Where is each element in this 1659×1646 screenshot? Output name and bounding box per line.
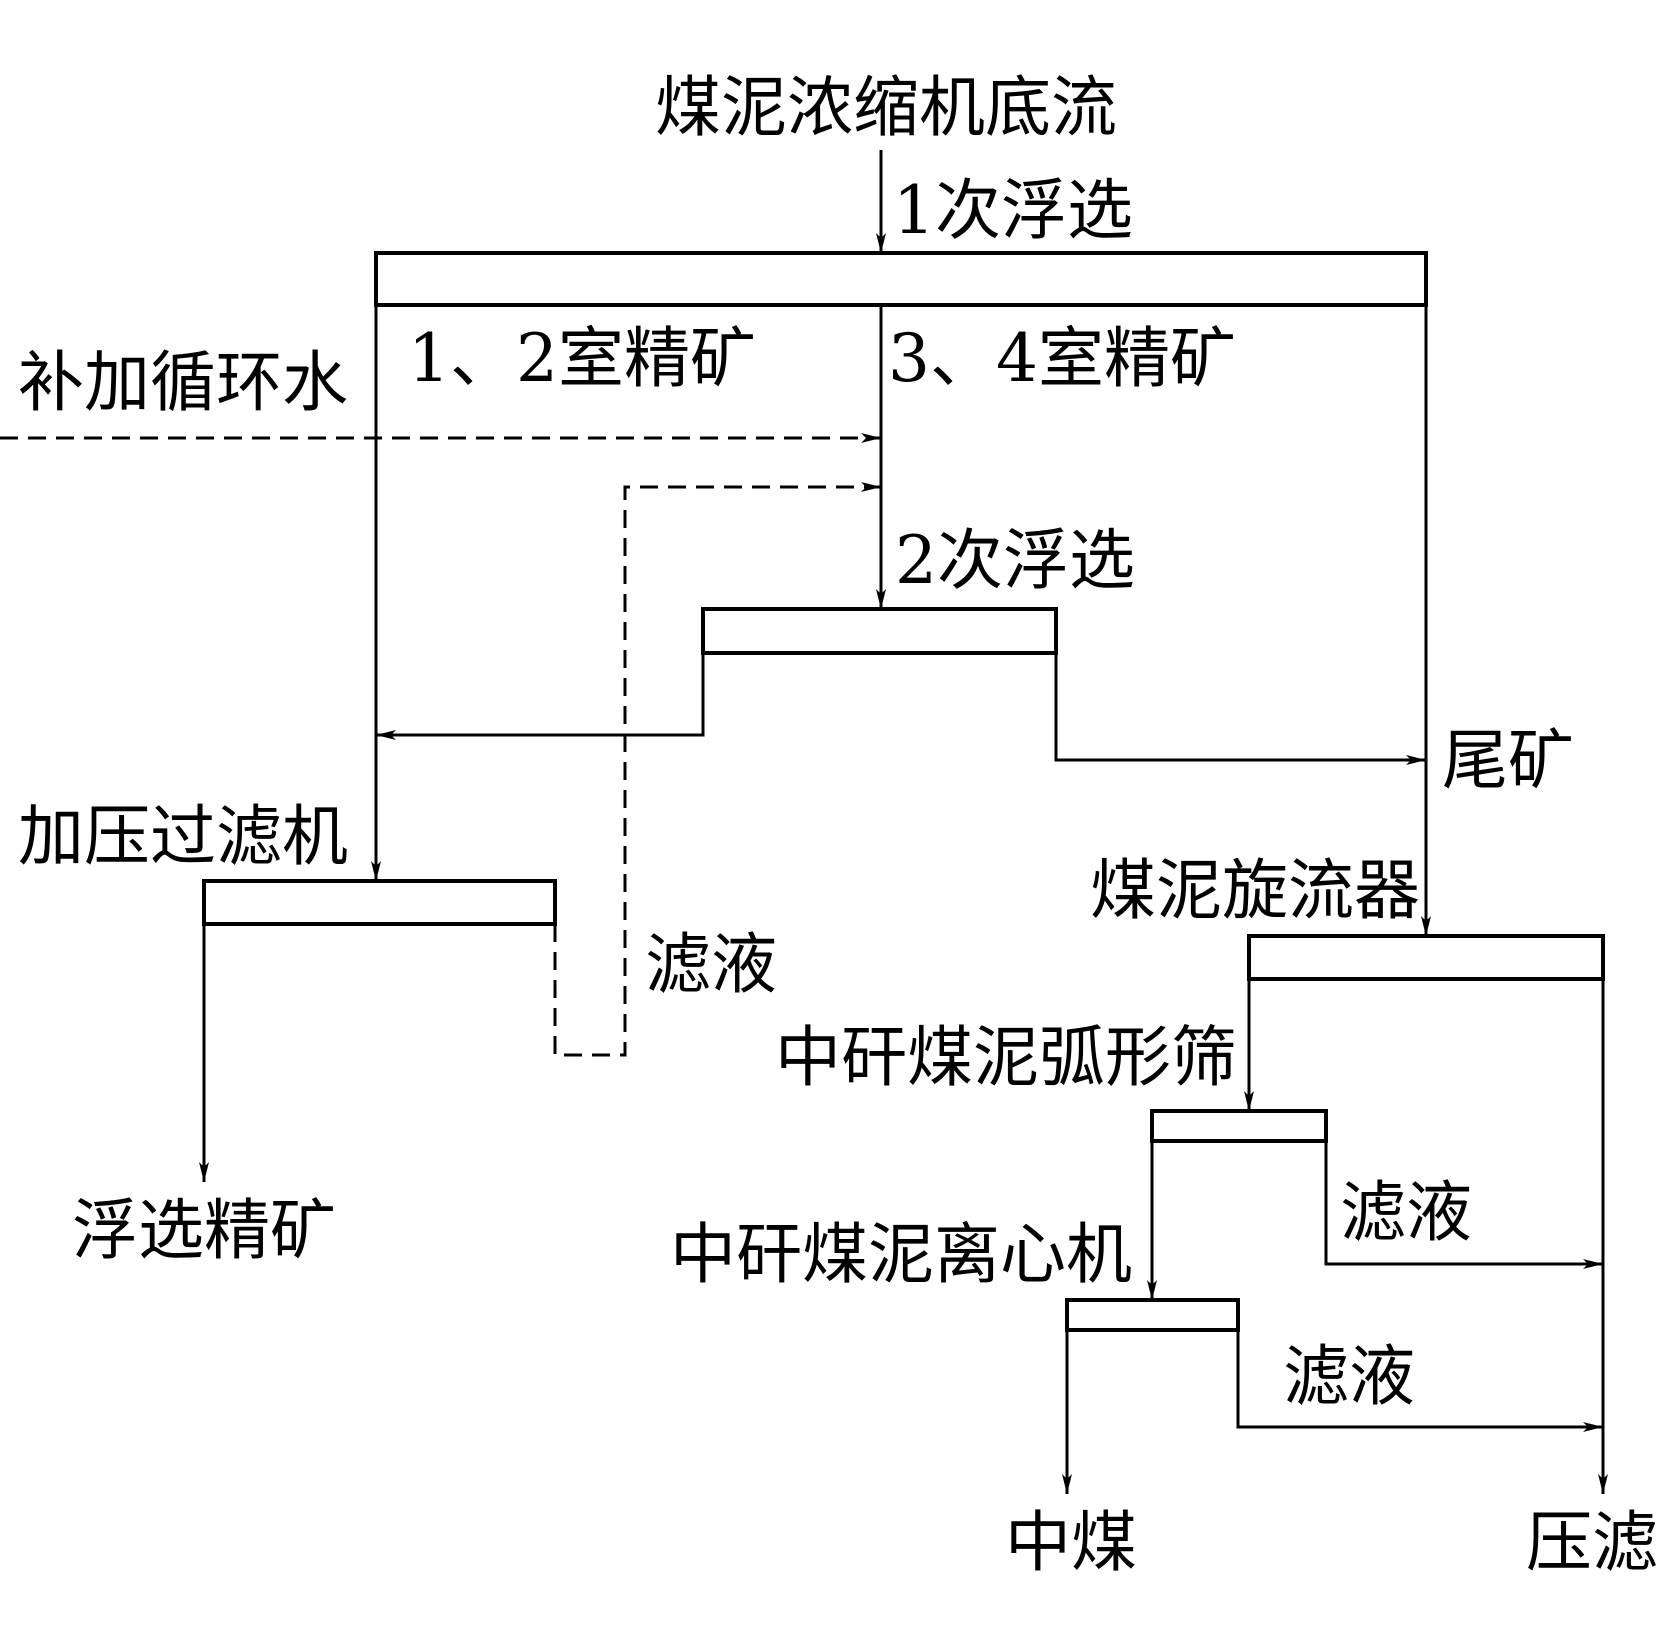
flotation-2-label: 2次浮选 — [895, 522, 1135, 599]
flotation-concentrate-label: 浮选精矿 — [72, 1192, 336, 1269]
centrifuge-label: 中矸煤泥离心机 — [670, 1216, 1132, 1293]
flot2-tail-arrow — [1054, 653, 1426, 765]
flot2-conc-arrow — [376, 653, 705, 740]
makeup-water-label: 补加循环水 — [18, 344, 348, 421]
flotation-1-bar — [374, 251, 1428, 307]
flotation-1-label: 1次浮选 — [893, 172, 1133, 249]
press-filter-label: 加压过滤机 — [18, 798, 348, 875]
filtrate-return-dashed-arrow — [553, 482, 881, 1057]
filtrate-c-label: 滤液 — [1283, 1338, 1415, 1415]
middlings-label: 中煤 — [1005, 1504, 1137, 1581]
feed-label: 煤泥浓缩机底流 — [655, 69, 1117, 146]
sieve-filtrate-arrow — [1324, 1141, 1603, 1269]
filtrate-a-label: 滤液 — [645, 926, 777, 1003]
centrifuge-filtrate-arrow — [1236, 1330, 1603, 1432]
tailings-label: 尾矿 — [1442, 722, 1574, 799]
conc-34-label: 3、4室精矿 — [888, 320, 1236, 397]
cyclone-label: 煤泥旋流器 — [1090, 852, 1420, 929]
filtrate-b-label: 滤液 — [1340, 1174, 1472, 1251]
sieve-bend-bar — [1150, 1109, 1328, 1143]
centrifuge-bar — [1065, 1298, 1240, 1332]
conc-12-label: 1、2室精矿 — [408, 320, 756, 397]
flotation-2-bar — [701, 607, 1058, 655]
press-out-label: 压滤 — [1526, 1504, 1658, 1581]
cyclone-bar — [1247, 934, 1605, 981]
press-filter-bar — [202, 879, 557, 926]
sieve-bend-label: 中矸煤泥弧形筛 — [775, 1019, 1237, 1096]
